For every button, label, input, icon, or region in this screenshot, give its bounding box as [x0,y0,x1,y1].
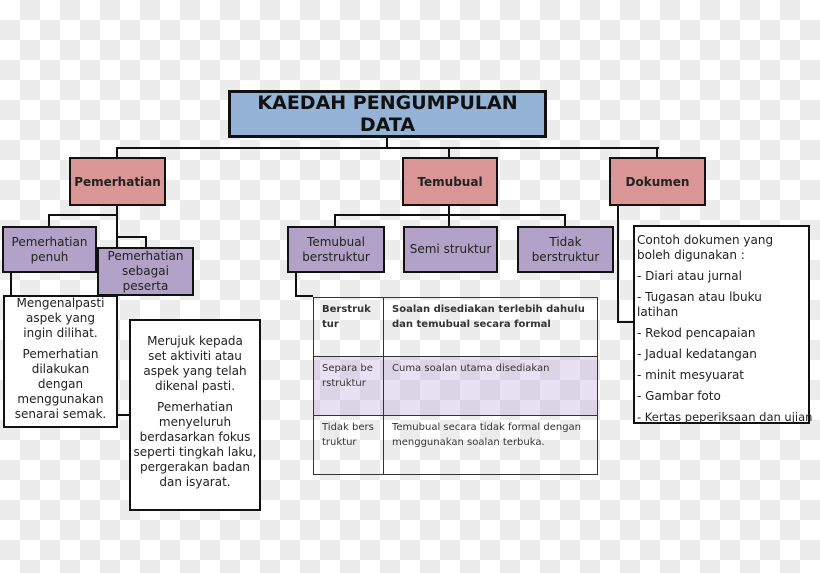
pemerhatian-penuh: Pemerhatian penuh [2,226,97,273]
category-dokumen: Dokumen [609,157,706,206]
connector [564,214,566,227]
connector [448,147,450,158]
table-cell: Separa berstruktur [313,356,384,416]
connector [116,147,118,158]
table-cell: Soalan disediakan terlebih dahulu dan te… [383,297,598,357]
connector [334,214,336,227]
list-item: - Tugasan atau lbuku latihan [637,290,762,319]
desc-text: Merujuk kepada set aktiviti atau aspek y… [143,334,247,393]
list-item: - minit mesyuarat [637,368,745,382]
connector [10,272,12,296]
connector [48,214,118,216]
table-cell: Cuma soalan utama disediakan [383,356,598,416]
category-pemerhatian: Pemerhatian [69,157,166,206]
temubual-tidak-berstruktur: Tidak berstruktur [517,226,614,273]
connector [48,214,50,227]
table-cell: Temubual secara tidak formal dengan meng… [383,415,598,475]
category-temubual: Temubual [402,157,498,206]
list-item: - Gambar foto [637,389,721,403]
connector [656,147,658,158]
list-item: - Rekod pencapaian [637,326,756,340]
connector [295,295,313,297]
connector [334,214,566,216]
list-item: - Kertas peperiksaan dan ujian [637,410,813,424]
desc-text: Mengenalpasti aspek yang ingin dilihat. [16,295,105,340]
desc-text: Pemerhatian menyeluruh berdasarkan fokus… [133,400,257,489]
connector [386,137,388,149]
list-item: - Diari atau jurnal [637,269,742,283]
pemerhatian-peserta: Pemerhatian sebagai peserta [97,247,194,296]
dokumen-desc: Contoh dokumen yang boleh digunakan : - … [633,225,813,424]
table-cell: Berstruktur [313,297,384,357]
connector [295,272,297,297]
connector [448,205,450,227]
connector [617,321,634,323]
temubual-semi-struktur: Semi struktur [403,226,498,273]
pemerhatian-penuh-desc: Mengenalpasti aspek yang ingin dilihat. … [3,295,118,428]
dokumen-intro: Contoh dokumen yang boleh digunakan : [637,233,774,262]
connector [116,147,659,149]
diagram-title: KAEDAH PENGUMPULAN DATA [228,90,547,138]
connector [116,236,146,238]
connector [116,205,118,249]
table-cell: Tidak berstruktur [313,415,384,475]
pemerhatian-peserta-desc: Merujuk kepada set aktiviti atau aspek y… [129,319,261,511]
connector [145,236,147,248]
list-item: - Jadual kedatangan [637,347,757,361]
connector [116,414,130,416]
desc-text: Pemerhatian dilakukan dengan menggunakan… [14,346,107,421]
connector [617,205,619,323]
temubual-berstruktur: Temubual berstruktur [287,226,385,273]
